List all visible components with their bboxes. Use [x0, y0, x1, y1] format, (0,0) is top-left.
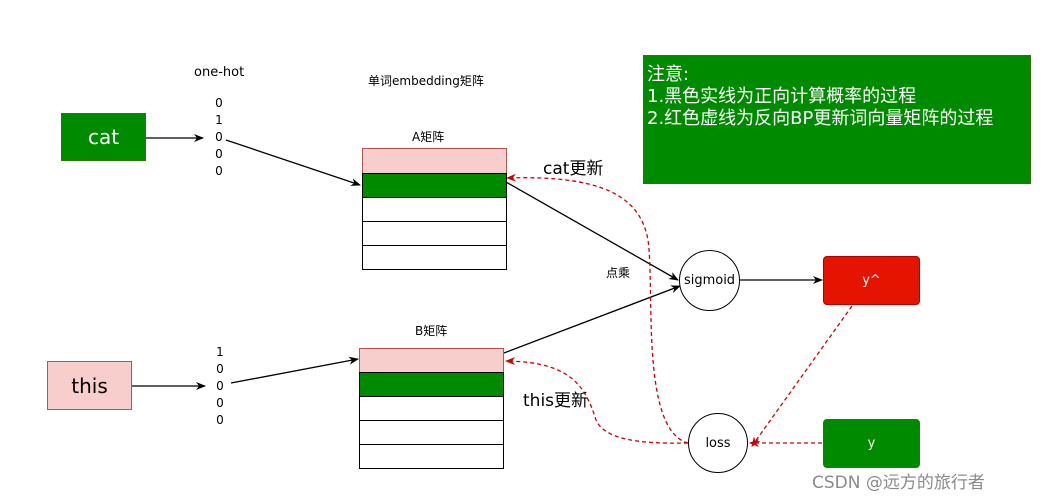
- one-hot-label: one-hot: [194, 65, 245, 80]
- vector-value: 0: [216, 362, 224, 376]
- y-hat-box: y^: [823, 256, 920, 305]
- note-line-1: 1.黑色实线为正向计算概率的过程: [647, 86, 917, 107]
- this-label: this: [71, 373, 108, 398]
- cat-onehot-vector: 0 1 0 0 0: [212, 95, 226, 180]
- matrix-a-title: A矩阵: [412, 130, 445, 144]
- vector-value: 0: [216, 396, 224, 410]
- matrix-a-row-1: [362, 148, 507, 174]
- vector-value: 0: [215, 96, 223, 110]
- dashed-loss-to-a: [506, 173, 689, 444]
- note-title: 注意:: [647, 64, 690, 85]
- watermark: CSDN @远方的旅行者: [812, 473, 985, 493]
- vector-value: 0: [215, 147, 223, 161]
- dashed-loss-to-b: [505, 357, 689, 444]
- matrix-b-title: B矩阵: [415, 324, 448, 338]
- matrix-b-row-4: [359, 420, 504, 445]
- loss-node: loss: [688, 413, 748, 473]
- note-box: 注意: 1.黑色实线为正向计算概率的过程 2.红色虚线为反向BP更新词向量矩阵的…: [643, 55, 1031, 184]
- arrow-onehot-to-a: [225, 139, 361, 186]
- matrix-a-row-3: [362, 197, 507, 222]
- dot-product-label: 点乘: [606, 266, 631, 280]
- matrix-b-row-1: [359, 348, 504, 373]
- matrix-a-row-4: [362, 221, 507, 246]
- matrix-a-row-5: [362, 245, 507, 270]
- arrow-b-to-sigmoid: [503, 285, 681, 354]
- y-box: y: [823, 419, 920, 468]
- vector-value: 0: [215, 164, 223, 178]
- vector-value: 1: [216, 345, 224, 359]
- y-label: y: [867, 436, 876, 451]
- vector-value: 0: [216, 413, 224, 427]
- matrix-b-row-5: [359, 444, 504, 469]
- arrow-a-to-sigmoid: [505, 181, 679, 281]
- vector-value: 0: [216, 379, 224, 393]
- note-line-2: 2.红色虚线为反向BP更新词向量矩阵的过程: [647, 108, 994, 129]
- cat-update-label: cat更新: [543, 159, 604, 179]
- loss-label: loss: [705, 435, 731, 451]
- this-onehot-vector: 1 0 0 0 0: [213, 344, 227, 429]
- dashed-yhat-to-loss: [751, 305, 853, 447]
- sigmoid-node: sigmoid: [679, 250, 740, 311]
- arrow-onehot-to-b: [230, 356, 359, 384]
- cat-label: cat: [87, 125, 120, 149]
- y-hat-label: y^: [862, 273, 881, 288]
- matrix-b-row-2: [359, 372, 504, 397]
- embedding-title: 单词embedding矩阵: [368, 74, 484, 88]
- cat-input-box: cat: [61, 113, 146, 161]
- matrix-a-row-2: [362, 173, 507, 198]
- vector-value: 0: [215, 130, 223, 144]
- this-update-label: this更新: [523, 391, 589, 411]
- sigmoid-label: sigmoid: [683, 273, 736, 288]
- matrix-b-row-3: [359, 396, 504, 421]
- this-input-box: this: [47, 361, 132, 410]
- vector-value: 1: [215, 113, 223, 127]
